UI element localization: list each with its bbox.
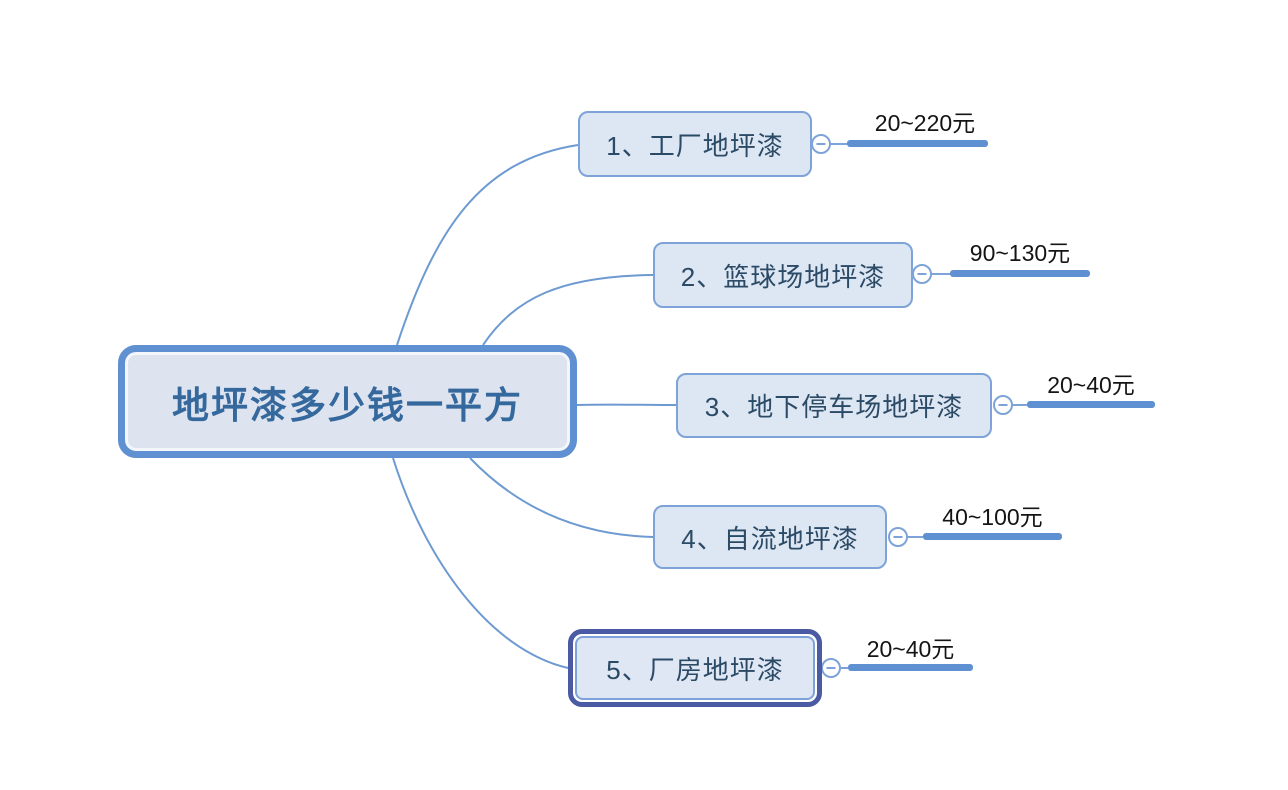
- price-underline: [950, 270, 1090, 277]
- topic-workshop-floor-paint[interactable]: 5、厂房地坪漆: [575, 636, 815, 700]
- price-label: 20~40元: [1047, 372, 1135, 398]
- topic-label: 3、地下停车场地坪漆: [704, 392, 964, 422]
- price-underline: [848, 664, 973, 671]
- topic-self-leveling-floor-paint[interactable]: 4、自流地坪漆: [653, 505, 887, 569]
- price-label: 20~40元: [866, 636, 955, 662]
- price-underline: [847, 140, 988, 147]
- price-label: 20~220元: [874, 110, 976, 136]
- topic-factory-floor-paint[interactable]: 1、工厂地坪漆: [578, 111, 812, 177]
- collapse-button-1[interactable]: [811, 134, 831, 154]
- topic-underground-parking-floor-paint[interactable]: 3、地下停车场地坪漆: [676, 373, 992, 438]
- price-underline: [1027, 401, 1155, 408]
- collapse-button-2[interactable]: [912, 264, 932, 284]
- topic-label: 5、厂房地坪漆: [606, 654, 784, 685]
- topic-label: 1、工厂地坪漆: [606, 130, 784, 161]
- branch-curve-5: [392, 457, 569, 669]
- price-label: 90~130元: [969, 240, 1071, 266]
- collapse-button-3[interactable]: [993, 395, 1013, 415]
- topic-basketball-court-floor-paint[interactable]: 2、篮球场地坪漆: [653, 242, 913, 308]
- branch-curve-2: [482, 274, 654, 346]
- price-label: 40~100元: [942, 504, 1043, 530]
- collapse-button-4[interactable]: [888, 527, 908, 547]
- branch-curve-4: [469, 457, 654, 538]
- topic-label: 4、自流地坪漆: [681, 523, 859, 554]
- branch-curve-1: [396, 144, 579, 346]
- central-topic-label: 地坪漆多少钱一平方: [172, 384, 523, 426]
- topic-workshop-floor-paint-selected[interactable]: 5、厂房地坪漆: [568, 629, 822, 707]
- topic-label: 2、篮球场地坪漆: [680, 261, 886, 292]
- collapse-button-5[interactable]: [821, 658, 841, 678]
- price-underline: [923, 533, 1062, 540]
- central-topic[interactable]: 地坪漆多少钱一平方: [118, 345, 577, 458]
